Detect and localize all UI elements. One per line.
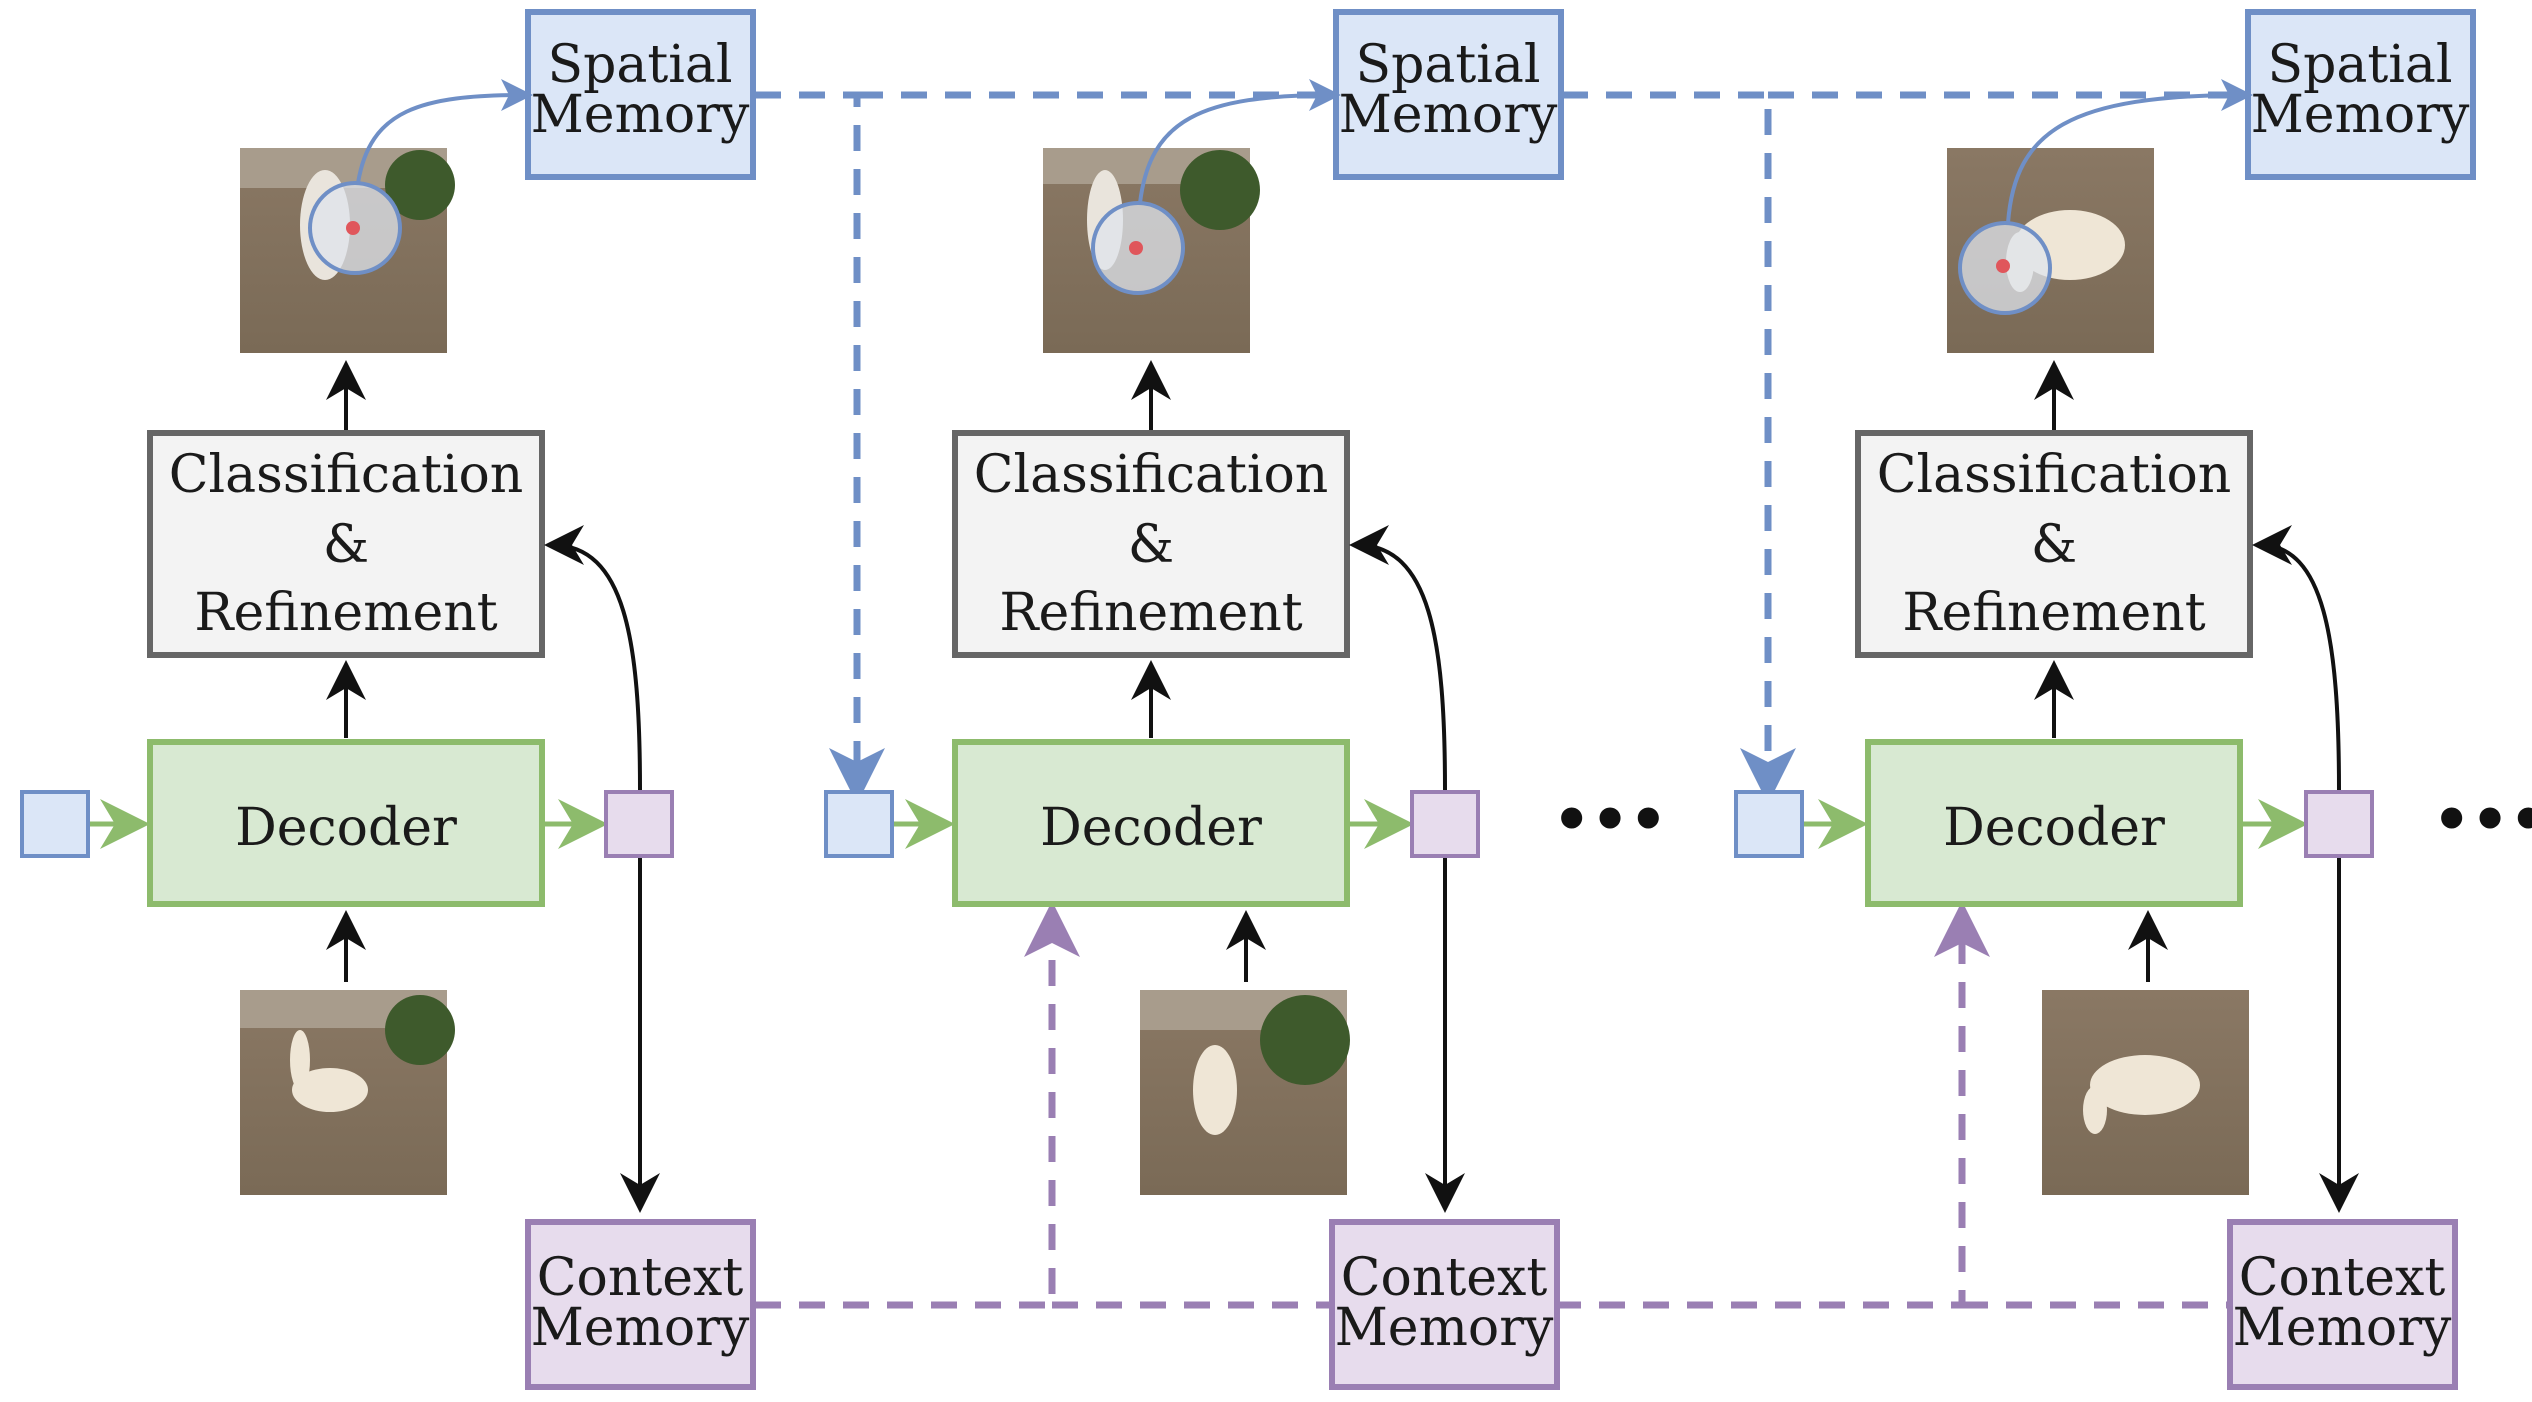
stage-1: Spatial Memory Classification & Refineme… <box>20 9 756 1390</box>
query-token <box>1734 790 1804 858</box>
spatial-write-arrow <box>356 79 533 184</box>
context-link-1-to-2 <box>755 901 1080 1309</box>
spatial-memory-label-line2: Memory <box>1339 85 1558 145</box>
spatial-write-arrow <box>1138 79 1341 204</box>
input-frame-image <box>2042 990 2249 1195</box>
output-frame-image <box>240 148 455 353</box>
continuation-ellipsis: ••• <box>1552 785 1667 855</box>
context-link-2-to-3 <box>1555 901 1990 1309</box>
context-memory-box <box>2227 1219 2458 1390</box>
spatial-link-2-to-3 <box>1562 91 1796 804</box>
classification-label-line2: & <box>1128 515 1174 575</box>
classification-label-line2: & <box>2031 515 2077 575</box>
classification-label-line3: Refinement <box>194 583 497 643</box>
context-token <box>1410 790 1480 858</box>
arrow-context-token-to-class <box>544 525 642 791</box>
arrow-context-token-to-class <box>2252 525 2341 791</box>
context-memory-label-line2: Memory <box>1335 1298 1554 1358</box>
context-token <box>604 790 674 858</box>
decoder-label: Decoder <box>1040 798 1262 858</box>
context-memory-box <box>525 1219 756 1390</box>
output-frame-image <box>1043 148 1260 353</box>
classification-label-line1: Classification <box>974 445 1329 505</box>
decoder-label: Decoder <box>1943 798 2165 858</box>
spatial-memory-label-line1: Spatial <box>547 35 732 95</box>
spatial-memory-label-line2: Memory <box>2251 85 2470 145</box>
spatial-memory-box <box>525 9 756 180</box>
query-token <box>824 790 894 858</box>
spatial-memory-label-line1: Spatial <box>1355 35 1540 95</box>
spatial-memory-label-line2: Memory <box>531 85 750 145</box>
arrow-context-token-to-class <box>1349 525 1447 791</box>
decoder-label: Decoder <box>235 798 457 858</box>
classification-label-line1: Classification <box>1877 445 2232 505</box>
decoder-box <box>1865 739 2243 907</box>
classification-refinement-box <box>952 430 1350 658</box>
spatial-memory-box <box>2245 9 2476 180</box>
context-memory-label-line2: Memory <box>2233 1298 2452 1358</box>
spatial-memory-label-line1: Spatial <box>2267 35 2452 95</box>
context-memory-box <box>1329 1219 1560 1390</box>
query-token <box>20 790 90 858</box>
classification-refinement-box <box>147 430 545 658</box>
input-frame-image <box>240 990 455 1195</box>
spatial-memory-links <box>755 91 2245 804</box>
classification-refinement-box <box>1855 430 2253 658</box>
stage-2: Spatial Memory Classification & Refineme… <box>824 9 1668 1390</box>
classification-label-line1: Classification <box>169 445 524 505</box>
context-token <box>2304 790 2374 858</box>
context-memory-links <box>755 901 2232 1309</box>
stage-3: Spatial Memory Classification & Refineme… <box>1734 9 2532 1390</box>
context-memory-label-line1: Context <box>537 1248 744 1308</box>
context-memory-label-line1: Context <box>2239 1248 2446 1308</box>
context-memory-label-line2: Memory <box>531 1298 750 1358</box>
input-frame-image <box>1140 990 1350 1195</box>
spatial-link-1-to-2 <box>755 91 885 804</box>
spatial-write-arrow <box>2006 79 2253 224</box>
context-memory-label-line1: Context <box>1341 1248 1548 1308</box>
classification-label-line3: Refinement <box>1902 583 2205 643</box>
classification-label-line2: & <box>323 515 369 575</box>
classification-label-line3: Refinement <box>999 583 1302 643</box>
continuation-ellipsis: ••• <box>2432 785 2532 855</box>
decoder-box <box>952 739 1350 907</box>
decoder-box <box>147 739 545 907</box>
spatial-memory-box <box>1333 9 1564 180</box>
output-frame-image <box>1947 148 2154 353</box>
